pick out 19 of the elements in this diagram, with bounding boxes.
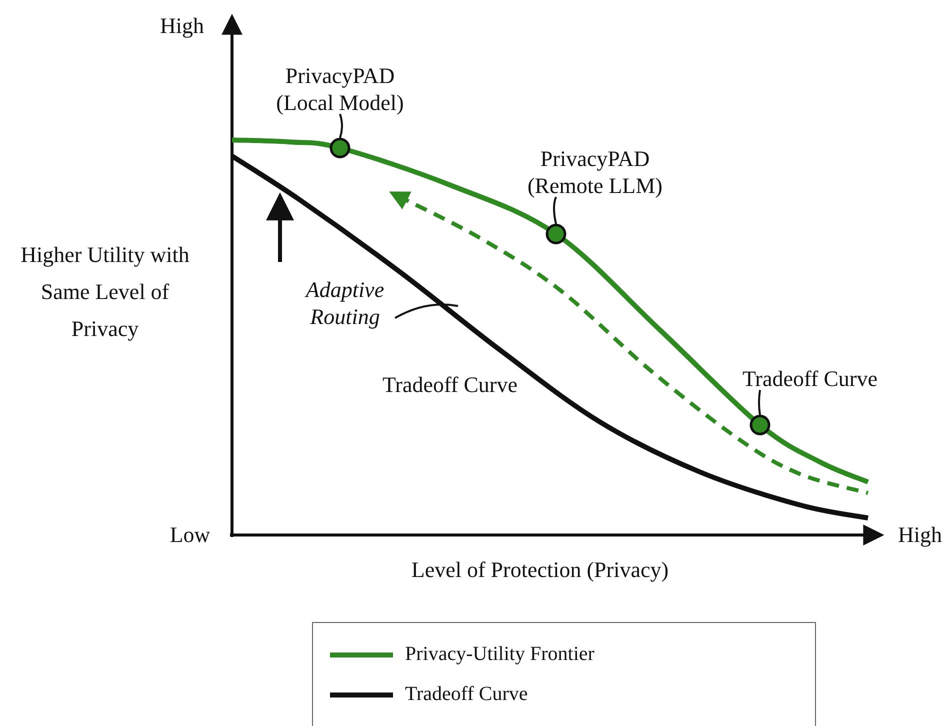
axis-title: Level of Protection (Privacy) xyxy=(410,556,670,583)
legend-label: Tradeoff Curve xyxy=(405,682,528,707)
legend-label: Privacy-Utility Frontier xyxy=(405,642,594,667)
y-axis-label: Low xyxy=(168,521,212,548)
y-axis-label: High xyxy=(159,12,205,39)
callout-label: Tradeoff Curve xyxy=(720,365,900,392)
data-point xyxy=(330,138,350,158)
leader-line xyxy=(339,114,343,138)
x-axis-label: High xyxy=(897,521,943,548)
axis-title: Higher Utility with Same Level of Privacy xyxy=(20,241,190,343)
leader-line xyxy=(758,390,761,416)
leader-line xyxy=(394,304,458,319)
callout-label: Adaptive Routing xyxy=(285,276,405,330)
data-point xyxy=(750,414,770,436)
leader-line xyxy=(553,196,557,224)
data-point xyxy=(546,224,566,244)
curve-label: Tradeoff Curve xyxy=(381,371,519,398)
callout-label: PrivacyPAD (Local Model) xyxy=(270,62,410,116)
callout-label: PrivacyPAD (Remote LLM) xyxy=(510,145,680,199)
